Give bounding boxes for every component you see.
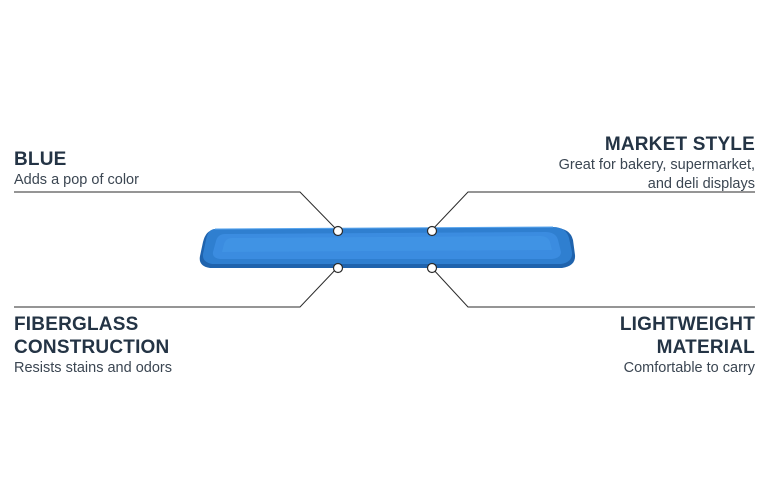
callout-dot-fiberglass <box>332 262 344 274</box>
feature-title: MARKET STYLE <box>604 134 755 155</box>
feature-description-line-2: and deli displays <box>647 176 755 192</box>
feature-description: Comfortable to carry <box>623 360 755 376</box>
feature-title-line-2: MATERIAL <box>656 337 755 358</box>
callout-line-lightweight <box>431 267 755 308</box>
callout-line-blue <box>14 191 338 231</box>
callout-line-fiberglass <box>14 267 338 308</box>
callout-dot-market-style <box>426 225 438 237</box>
feature-blue: BLUE Adds a pop of color <box>14 148 274 190</box>
callout-line-market-style <box>431 191 755 231</box>
feature-market-style: MARKET STYLE Great for bakery, supermark… <box>475 133 755 194</box>
feature-description-line-1: Great for bakery, supermarket, <box>558 157 755 173</box>
feature-description: Resists stains and odors <box>14 360 172 376</box>
callout-dot-lightweight <box>426 262 438 274</box>
feature-title: BLUE <box>14 149 67 170</box>
callout-dots <box>332 225 438 274</box>
feature-title-line-2: CONSTRUCTION <box>14 337 170 358</box>
feature-fiberglass-construction: FIBERGLASS CONSTRUCTION Resists stains a… <box>14 313 274 378</box>
blue-tray <box>199 226 576 268</box>
feature-lightweight-material: LIGHTWEIGHT MATERIAL Comfortable to carr… <box>495 313 755 378</box>
feature-description: Adds a pop of color <box>14 172 139 188</box>
feature-title-line-1: FIBERGLASS <box>14 314 139 335</box>
feature-title-line-1: LIGHTWEIGHT <box>619 314 755 335</box>
callout-dot-blue <box>332 225 344 237</box>
callout-lines <box>14 191 755 308</box>
